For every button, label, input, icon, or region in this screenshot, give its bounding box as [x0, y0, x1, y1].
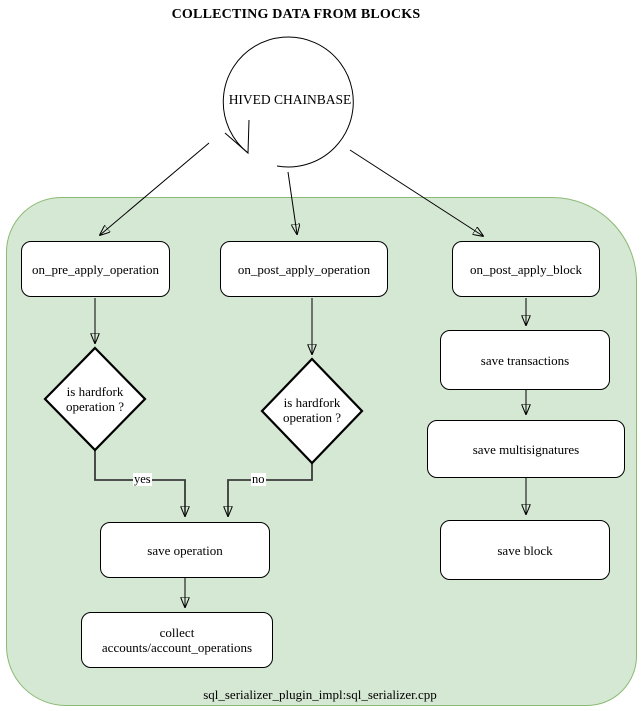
- source-file-caption: sql_serializer_plugin_impl:sql_serialize…: [203, 687, 437, 702]
- node-save-block: save block: [440, 520, 610, 580]
- root-node-label: HIVED CHAINBASE: [228, 92, 352, 107]
- node-label: on_post_apply_block: [470, 261, 582, 277]
- node-label: save transactions: [480, 352, 570, 368]
- node-label: save operation: [147, 542, 223, 558]
- decision-line: is hardfork: [66, 384, 124, 399]
- node-save-multisignatures: save multisignatures: [427, 420, 625, 478]
- yes-branch-label: yes: [133, 472, 152, 486]
- chainbase-loop-arrowhead: [224, 119, 250, 155]
- node-label: on_pre_apply_operation: [31, 261, 160, 277]
- node-on-post-apply-block: on_post_apply_block: [452, 241, 600, 297]
- node-save-operation: save operation: [100, 522, 270, 578]
- decision-line: is hardfork: [283, 395, 341, 410]
- decision-line: operation ?: [282, 410, 342, 425]
- diagram-title: COLLECTING DATA FROM BLOCKS: [171, 7, 421, 22]
- node-label: save multisignatures: [472, 441, 580, 457]
- node-label: save block: [497, 542, 553, 558]
- node-label: on_post_apply_operation: [237, 261, 371, 277]
- decision-post-label: is hardfork operation ?: [262, 395, 362, 425]
- no-branch-label: no: [251, 472, 266, 486]
- node-line: accounts/account_operations: [101, 640, 253, 655]
- node-on-post-apply-operation: on_post_apply_operation: [220, 241, 388, 297]
- decision-line: operation ?: [65, 399, 125, 414]
- node-on-pre-apply-operation: on_pre_apply_operation: [21, 241, 170, 297]
- decision-pre-label: is hardfork operation ?: [45, 384, 145, 414]
- node-save-transactions: save transactions: [440, 330, 610, 390]
- node-line: collect: [159, 625, 195, 640]
